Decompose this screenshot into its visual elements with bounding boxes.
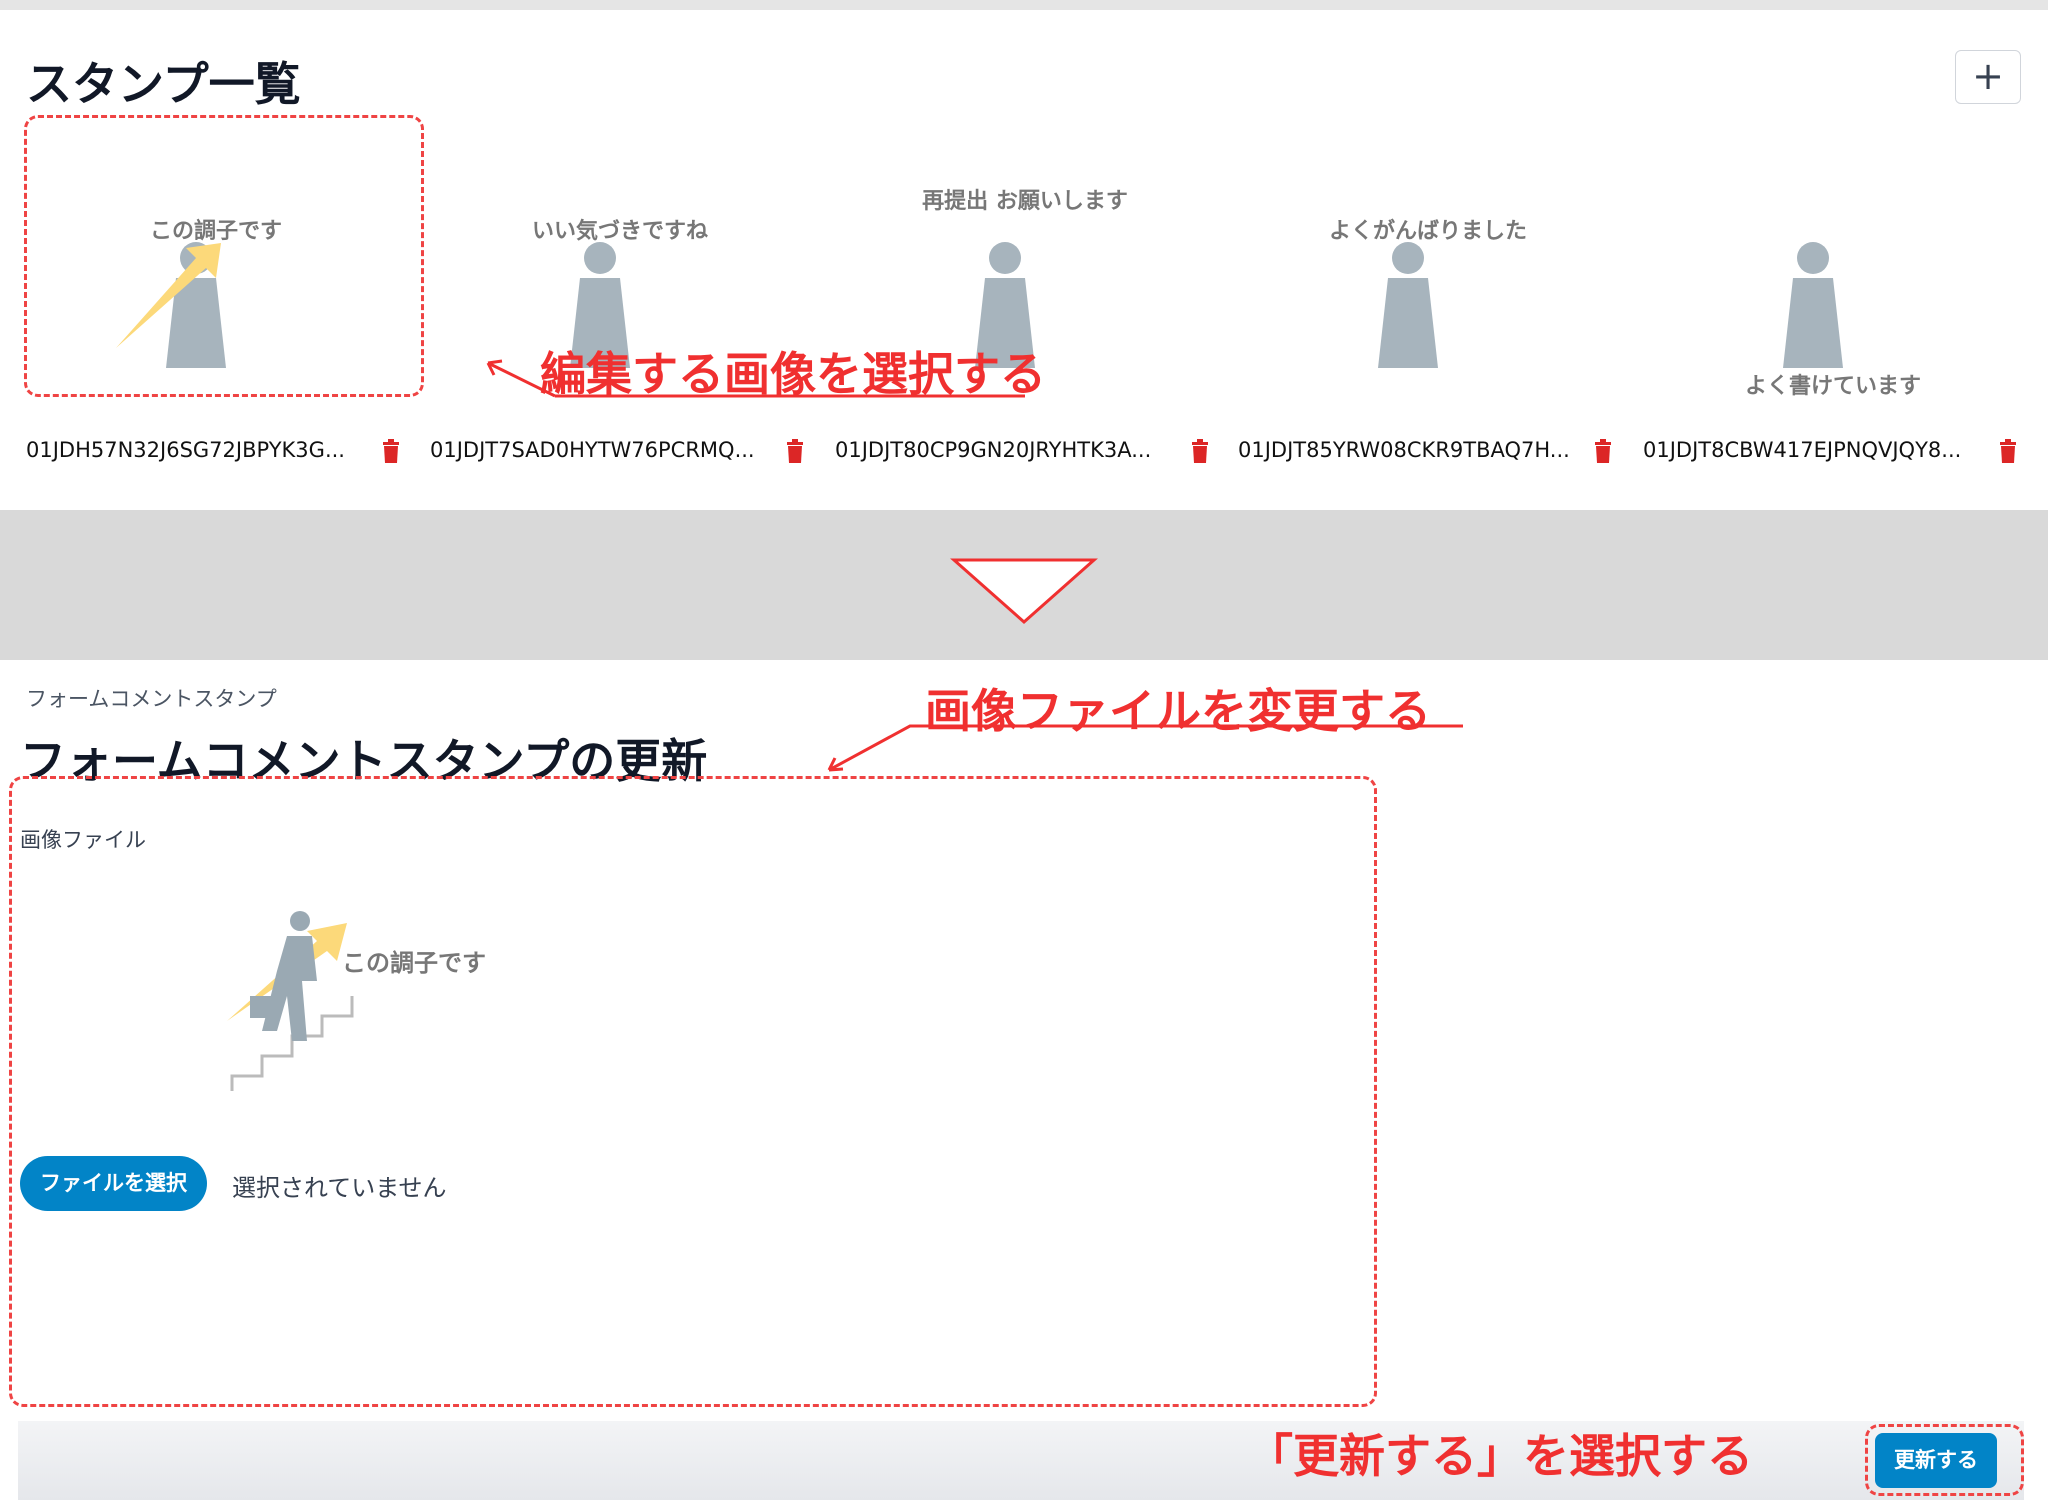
add-stamp-button[interactable]: +	[1955, 50, 2021, 104]
svg-text:この調子です: この調子です	[150, 218, 282, 244]
stamp-image[interactable]: よく書けています	[1643, 157, 2023, 419]
trash-icon[interactable]	[1999, 439, 2017, 463]
transition-band	[0, 510, 2048, 660]
stamp-image[interactable]: いい気づきですね	[430, 157, 810, 419]
update-button[interactable]: 更新する	[1875, 1433, 1997, 1488]
stamp-image[interactable]: この調子です	[26, 157, 406, 419]
trash-icon[interactable]	[1594, 439, 1612, 463]
svg-text:この調子です: この調子です	[342, 949, 486, 977]
file-field-highlight	[9, 776, 1377, 1407]
trash-icon[interactable]	[1191, 439, 1209, 463]
arrow-change-file	[827, 724, 1463, 772]
stamp-id[interactable]: 01JDJT7SAD0HYTW76PCRMQ...	[430, 438, 755, 462]
annotation-change-file: 画像ファイルを変更する	[925, 684, 1431, 738]
stamp-id[interactable]: 01JDH57N32J6SG72JBPYK3G...	[26, 438, 345, 462]
annotation-click-update: 「更新する」を選択する	[1247, 1429, 1753, 1483]
svg-text:よくがんばりました: よくがんばりました	[1329, 218, 1527, 244]
form-footer	[18, 1421, 2024, 1500]
arrow-select-image	[486, 359, 1025, 398]
top-bar	[0, 0, 2048, 10]
breadcrumb[interactable]: フォームコメントスタンプ	[26, 687, 277, 711]
choose-file-button[interactable]: ファイルを選択	[20, 1156, 207, 1211]
trash-icon[interactable]	[786, 439, 804, 463]
stamp-id[interactable]: 01JDJT80CP9GN20JRYHTK3A...	[835, 438, 1152, 462]
svg-text:いい気づきですね: いい気づきですね	[532, 218, 708, 244]
down-triangle-icon	[950, 558, 1098, 625]
page-title: スタンプ一覧	[26, 57, 301, 111]
image-preview: この調子です	[222, 901, 522, 1091]
svg-text:よく書けています: よく書けています	[1745, 373, 1921, 399]
file-status: 選択されていません	[232, 1174, 447, 1202]
annotation-select-image: 編集する画像を選択する	[540, 347, 1046, 401]
stamp-image[interactable]: 再提出 お願いします	[835, 157, 1215, 419]
svg-text:再提出 お願いします: 再提出 お願いします	[922, 188, 1128, 214]
plus-icon: +	[1972, 54, 2004, 98]
update-highlight	[1865, 1424, 2024, 1496]
stamp-id[interactable]: 01JDJT8CBW417EJPNQVJQY8...	[1643, 438, 1962, 462]
stamp-id[interactable]: 01JDJT85YRW08CKR9TBAQ7H...	[1238, 438, 1570, 462]
trash-icon[interactable]	[382, 439, 400, 463]
stamp-image[interactable]: よくがんばりました	[1238, 157, 1618, 419]
form-title: フォームコメントスタンプの更新	[20, 734, 708, 788]
stamp-list-card	[0, 10, 2048, 510]
image-file-label: 画像ファイル	[20, 828, 146, 852]
selection-highlight	[24, 115, 424, 397]
